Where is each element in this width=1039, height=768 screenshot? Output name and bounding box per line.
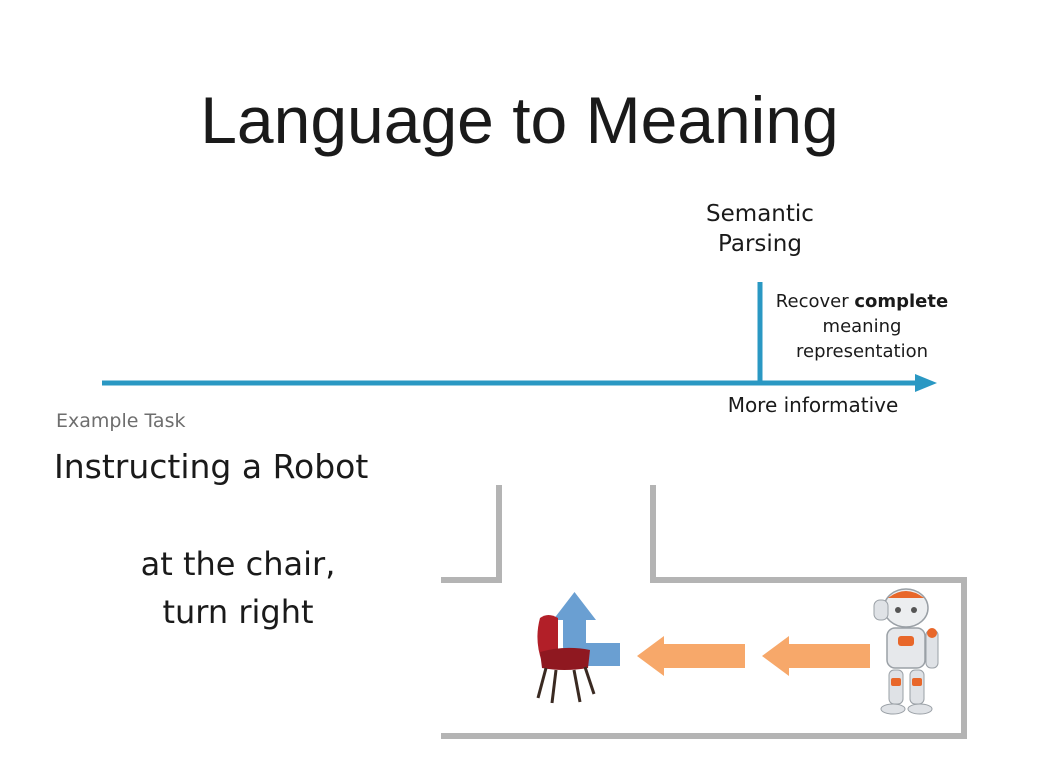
instruction-line: at the chair,: [140, 545, 336, 583]
turn-arrow: [553, 592, 620, 666]
axis-label: More informative: [727, 393, 899, 417]
instruction-text: at the chair, turn right: [118, 540, 358, 636]
chair-icon: [536, 615, 596, 704]
axis-arrowhead: [915, 374, 937, 392]
instruction-line: turn right: [162, 593, 314, 631]
wall-upper-left: [441, 485, 502, 583]
task-title: Instructing a Robot: [54, 447, 369, 486]
robot-icon: [873, 588, 939, 715]
wall-corridor: [441, 485, 967, 739]
recover-emphasis: complete: [854, 291, 949, 312]
recover-note-line: Recover complete: [762, 290, 962, 315]
recover-prefix: Recover: [775, 291, 855, 312]
recover-note: Recover complete meaning representation: [762, 290, 962, 364]
semantic-parsing-line: Parsing: [718, 230, 802, 257]
move-arrow-left-2: [762, 636, 870, 676]
recover-note-line: representation: [795, 340, 928, 362]
semantic-parsing-line: Semantic: [706, 201, 814, 227]
semantic-parsing-label: Semantic Parsing: [680, 200, 840, 260]
move-arrow-left-1: [637, 636, 745, 676]
recover-note-line: meaning: [822, 315, 902, 337]
example-task-label: Example Task: [56, 410, 186, 432]
slide-title: Language to Meaning: [200, 83, 839, 157]
